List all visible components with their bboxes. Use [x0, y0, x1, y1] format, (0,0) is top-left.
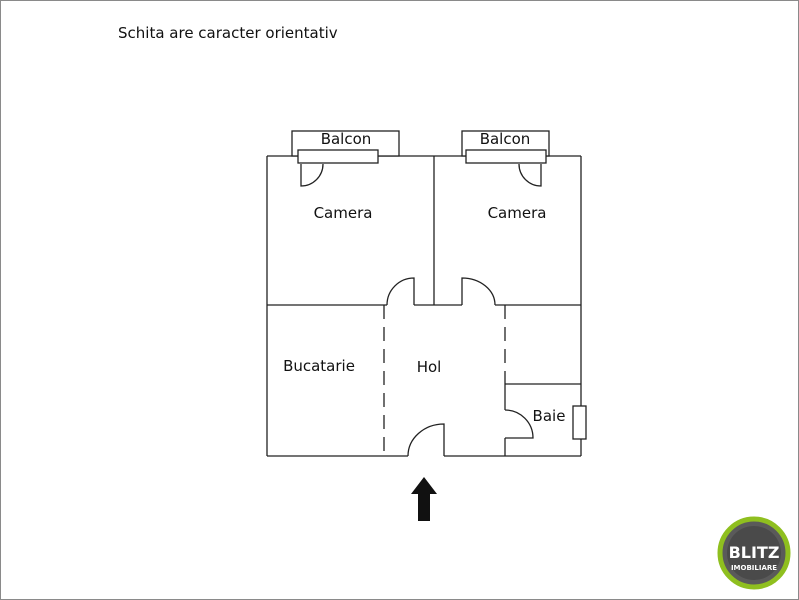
label-baie: Baie	[533, 407, 566, 425]
logo-tagline: IMOBILIARE	[731, 564, 777, 572]
label-balcon-left: Balcon	[321, 130, 372, 148]
label-bucatarie: Bucatarie	[283, 357, 355, 375]
doors	[300, 163, 542, 457]
blitz-logo: BLITZ IMOBILIARE	[717, 516, 791, 590]
balconies	[291, 130, 587, 440]
door-camera-right	[461, 277, 496, 306]
balcon-left-window	[297, 149, 379, 164]
door-baie	[504, 409, 534, 439]
logo-core	[727, 526, 781, 580]
label-hol: Hol	[417, 358, 442, 376]
label-camera-right: Camera	[488, 204, 547, 222]
open-partitions	[383, 305, 506, 456]
disclaimer-note: Schita are caracter orientativ	[118, 24, 338, 42]
logo-brand: BLITZ	[729, 543, 780, 562]
balcon-right-window	[465, 149, 547, 164]
door-balcon-left	[300, 163, 324, 187]
label-camera-left: Camera	[314, 204, 373, 222]
baie-window	[572, 405, 587, 440]
arrow-up-icon	[411, 477, 437, 521]
door-entrance	[407, 423, 445, 457]
door-balcon-right	[518, 163, 542, 187]
door-camera-left	[386, 277, 415, 306]
label-balcon-right: Balcon	[480, 130, 531, 148]
